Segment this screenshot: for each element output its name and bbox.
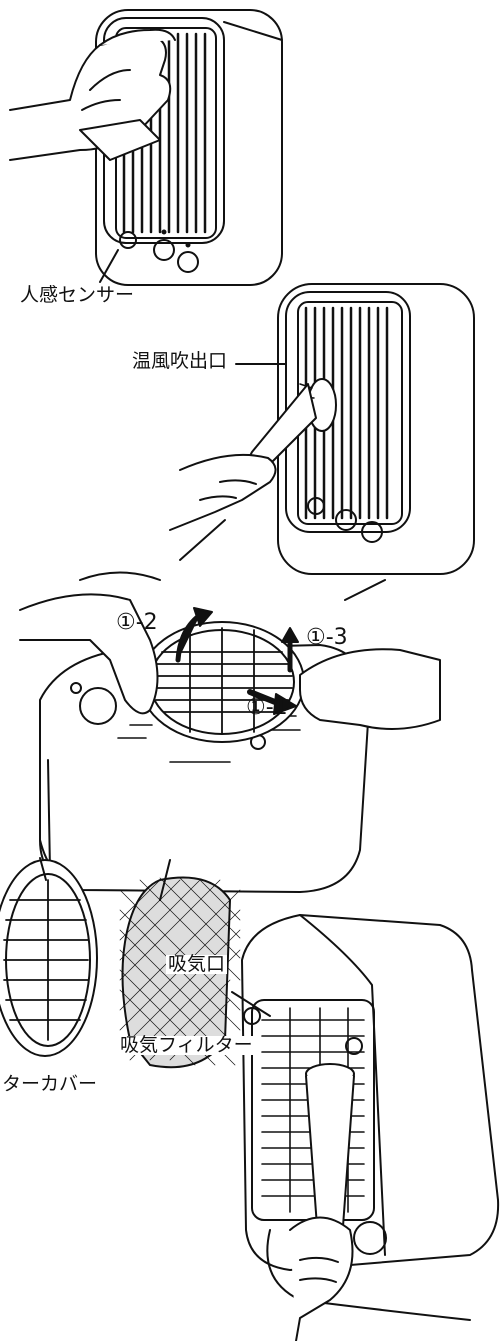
step-label-1-1: ①-1 — [246, 697, 288, 719]
label-warm-air-outlet: 温風吹出口 — [130, 352, 229, 371]
hand-with-cloth — [10, 30, 175, 160]
label-air-intake: 吸気口 — [166, 955, 227, 974]
heater-rear-view — [232, 915, 498, 1320]
filter-cover-round — [140, 622, 304, 742]
label-intake-filter: 吸気フィルター — [118, 1036, 255, 1055]
label-filter-cover: ターカバー — [0, 1075, 99, 1094]
step-label-1-3: ①-3 — [306, 627, 348, 649]
step-label-1-2: ①-2 — [116, 612, 158, 634]
label-motion-sensor: 人感センサー — [18, 286, 136, 305]
